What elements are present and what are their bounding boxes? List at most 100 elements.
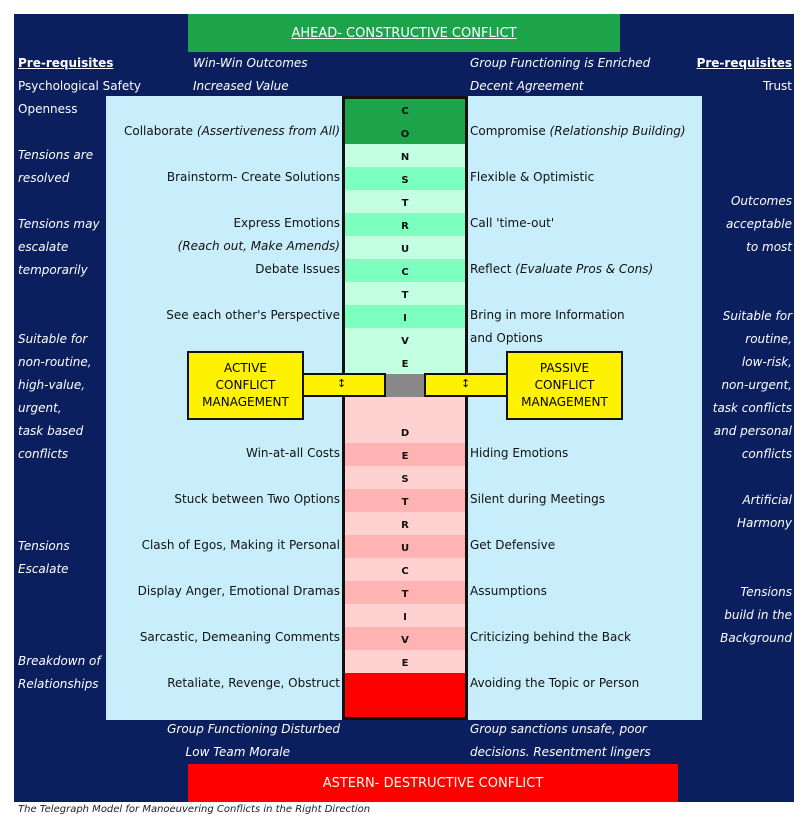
right-note: non-urgent,: [721, 378, 792, 392]
column-letter: I: [403, 312, 407, 324]
constructive-cell: [345, 236, 465, 259]
left-note: Suitable for: [18, 332, 88, 346]
constructive-cell: [345, 167, 465, 190]
destructive-cell: [345, 673, 465, 717]
bottom-outcome-left: Low Team Morale: [185, 745, 290, 759]
passive-item-compromise: Compromise (Relationship Building): [470, 120, 686, 143]
left-note: resolved: [18, 171, 70, 185]
active-item-collaborate: Collaborate (Assertiveness from All): [124, 120, 340, 143]
left-note: urgent,: [18, 401, 62, 415]
active-management-box[interactable]: ACTIVE CONFLICT MANAGEMENT: [187, 351, 304, 420]
column-letter: E: [401, 450, 409, 462]
left-note: high-value,: [18, 378, 86, 392]
left-note: task based: [18, 424, 84, 438]
left-note: escalate: [18, 240, 69, 254]
column-letter: T: [401, 289, 409, 301]
destructive-cell: [345, 535, 465, 558]
passive-item-avoiding: Avoiding the Topic or Person: [470, 676, 640, 690]
right-note: conflicts: [741, 447, 792, 461]
column-letter: R: [401, 220, 409, 232]
bottom-banner: ASTERN- DESTRUCTIVE CONFLICT: [188, 764, 678, 802]
active-item-anger: Display Anger, Emotional Dramas: [137, 584, 340, 598]
left-note: temporarily: [18, 263, 88, 277]
column-letter: T: [401, 588, 409, 600]
right-note: Outcomes: [730, 194, 792, 208]
destructive-cell: [345, 558, 465, 581]
top-outcome-left: Win-Win Outcomes: [193, 56, 308, 70]
destructive-cell: [345, 650, 465, 673]
right-note: Suitable for: [722, 309, 792, 323]
destructive-cell: [345, 466, 465, 489]
column-letter: T: [401, 496, 409, 508]
column-letter: U: [400, 243, 410, 255]
item-label: Reflect: [470, 262, 512, 276]
column-letter: O: [400, 128, 410, 140]
right-note: Background: [720, 631, 792, 645]
right-note: low-risk,: [741, 355, 792, 369]
constructive-cell: [345, 328, 465, 374]
left-note: Tensions may: [18, 217, 100, 231]
active-item-retaliate: Retaliate, Revenge, Obstruct: [167, 676, 340, 690]
passive-item-hiding: Hiding Emotions: [470, 446, 569, 460]
item-label: Collaborate: [123, 124, 194, 138]
figure-caption: The Telegraph Model for Manoeuvering Con…: [18, 804, 371, 815]
constructive-cell: [345, 190, 465, 213]
column-letter: C: [401, 266, 409, 278]
left-note: Tensions are: [18, 148, 94, 162]
active-item-stuck: Stuck between Two Options: [174, 492, 340, 506]
constructive-cell: [345, 305, 465, 328]
passive-item-timeout: Call 'time-out': [470, 216, 555, 230]
column-letter: S: [401, 473, 409, 485]
item-label: Compromise: [470, 124, 546, 138]
destructive-cell: [345, 443, 465, 466]
passive-handle-bar[interactable]: [424, 373, 510, 397]
column-letter: C: [401, 105, 409, 117]
passive-item-assumptions: Assumptions: [470, 584, 547, 598]
column-letter: N: [400, 151, 410, 163]
destructive-cell: [345, 489, 465, 512]
active-item-win: Win-at-all Costs: [245, 446, 340, 460]
left-note: Tensions: [18, 539, 70, 553]
active-item-express-note: (Reach out, Make Amends): [177, 239, 340, 253]
column-letter: U: [400, 542, 410, 554]
passive-management-box[interactable]: PASSIVE CONFLICT MANAGEMENT: [506, 351, 623, 420]
constructive-cell: [345, 259, 465, 282]
top-banner: AHEAD- CONSTRUCTIVE CONFLICT: [188, 14, 620, 52]
left-prereq-item: Openness: [18, 102, 78, 116]
active-item-debate: Debate Issues: [255, 262, 340, 276]
right-note: task conflicts: [712, 401, 792, 415]
left-note: conflicts: [18, 447, 69, 461]
destructive-cell: [345, 627, 465, 650]
right-prerequisites-label: Pre-requisites: [696, 56, 792, 70]
column-letter: I: [403, 611, 407, 623]
active-item-clash: Clash of Egos, Making it Personal: [141, 538, 340, 552]
column-letter: D: [400, 427, 410, 439]
passive-item-reflect: Reflect (Evaluate Pros & Cons): [470, 258, 653, 281]
left-note: Escalate: [18, 562, 69, 576]
column-letter: T: [401, 197, 409, 209]
left-note: Breakdown of: [18, 654, 101, 668]
top-outcome-right: Decent Agreement: [470, 79, 584, 93]
item-note: (Assertiveness from All): [196, 124, 340, 138]
left-note: non-routine,: [18, 355, 92, 369]
active-item-express: Express Emotions: [233, 216, 340, 230]
column-letter: R: [401, 519, 409, 531]
item-note: (Relationship Building): [549, 124, 686, 138]
passive-item-silent: Silent during Meetings: [470, 492, 605, 506]
column-letter: V: [401, 335, 409, 347]
constructive-cell: [345, 99, 465, 144]
telegraph-column: C O N S T R U C T I V E D E S T R U C T …: [342, 96, 468, 720]
bottom-outcome-left: Group Functioning Disturbed: [167, 722, 340, 736]
passive-item-info: and Options: [470, 331, 543, 345]
right-note: Artificial: [742, 493, 792, 507]
destructive-cell: [345, 512, 465, 535]
right-note: acceptable: [726, 217, 792, 231]
top-outcome-right: Group Functioning is Enriched: [470, 56, 651, 70]
left-prerequisites-label: Pre-requisites: [18, 56, 114, 70]
active-item-perspective: See each other's Perspective: [166, 308, 340, 322]
passive-item-criticizing: Criticizing behind the Back: [470, 630, 631, 644]
column-letter: E: [401, 657, 409, 669]
right-prereq-item: Trust: [762, 79, 792, 93]
constructive-cell: [345, 213, 465, 236]
left-note: Relationships: [18, 677, 99, 691]
